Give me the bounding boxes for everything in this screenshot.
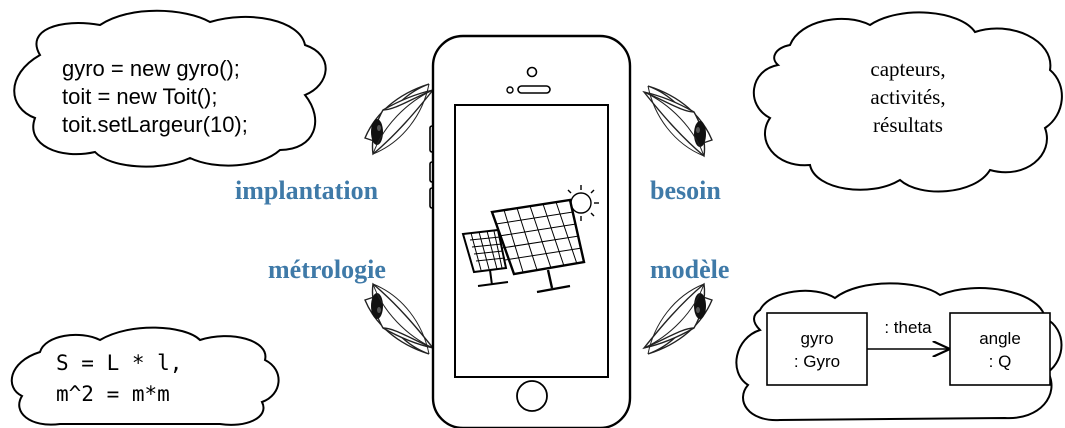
- need-terms-cloud: capteurs, activités, résultats: [752, 11, 1063, 193]
- formula-line-1: S = L * l,: [56, 351, 182, 375]
- gyro-object-box: [766, 312, 868, 386]
- besoin-label: besoin: [650, 176, 721, 205]
- code-line-1: gyro = new gyro();: [62, 56, 240, 81]
- need-term-1: capteurs,: [870, 57, 945, 81]
- need-term-2: activités,: [870, 85, 945, 109]
- modele-label: modèle: [650, 255, 729, 284]
- angle-object-box: [949, 312, 1051, 386]
- metrology-formulas-cloud: S = L * l, m^2 = m*m: [10, 326, 280, 426]
- angle-object-type: : Q: [989, 352, 1012, 371]
- eye-icon: [643, 85, 713, 157]
- solar-panel-icon: [461, 198, 586, 294]
- gyro-object-type: : Gyro: [794, 352, 840, 371]
- angle-object-name: angle: [979, 329, 1021, 348]
- implementation-code-cloud: gyro = new gyro(); toit = new Toit(); to…: [13, 9, 327, 168]
- metrologie-label: métrologie: [268, 255, 386, 284]
- code-line-2: toit = new Toit();: [62, 84, 218, 109]
- eye-icon: [643, 283, 713, 355]
- theta-relation-label: : theta: [884, 318, 932, 337]
- need-term-3: résultats: [873, 113, 943, 137]
- implantation-label: implantation: [235, 176, 379, 205]
- eye-icon: [364, 83, 434, 155]
- model-cloud: gyro : Gyro : theta angle : Q: [735, 282, 1063, 422]
- gyro-object-name: gyro: [800, 329, 833, 348]
- formula-line-2: m^2 = m*m: [56, 382, 170, 406]
- code-line-3: toit.setLargeur(10);: [62, 112, 248, 137]
- eye-icon: [364, 283, 434, 355]
